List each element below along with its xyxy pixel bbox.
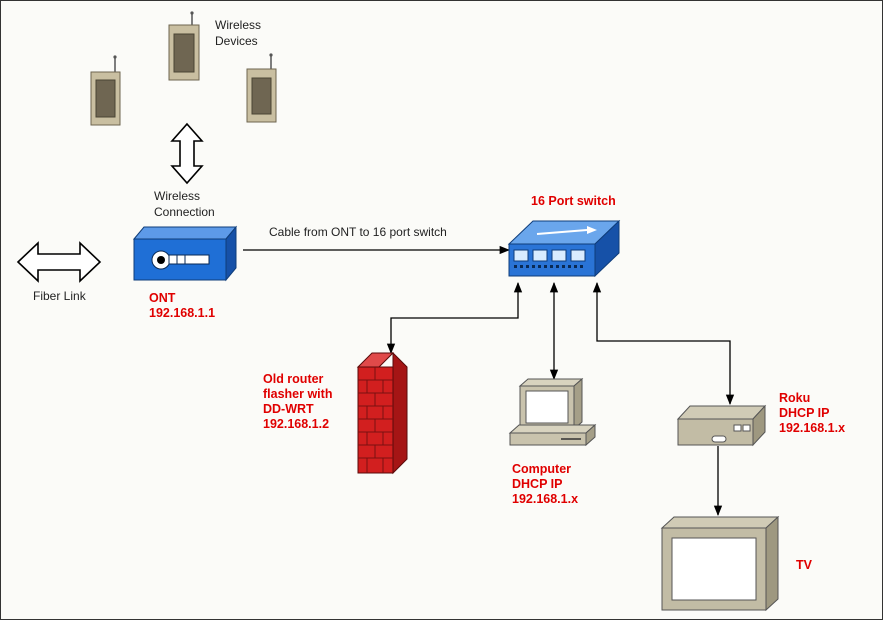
router-ip: 192.168.1.2 [263,417,330,431]
fiber-link-label: Fiber Link [33,289,86,303]
roku-label: Roku DHCP IP 192.168.1.x [779,391,845,436]
wireless-devices-label: Wireless Devices [215,17,261,49]
computer-ip: 192.168.1.x [512,492,579,506]
switch-router-link [386,281,523,355]
network-switch-icon [507,219,621,278]
fiber-link-arrow [16,241,102,283]
router-label: Old router flasher with DD-WRT 192.168.1… [263,372,332,432]
wireless-device-icon [168,11,200,81]
ont-box-icon [132,225,238,282]
computer-label: Computer DHCP IP 192.168.1.x [512,462,578,507]
set-top-box-icon [676,404,767,447]
wireless-device-icon [246,53,277,123]
roku-dhcp: DHCP IP [779,406,830,420]
wireless-connection-line-1: Wireless [154,189,201,203]
ont-label: ONT 192.168.1.1 [149,291,215,321]
computer-dhcp: DHCP IP [512,477,563,491]
television-icon [660,515,780,612]
wireless-devices-line-1: Wireless [215,18,262,32]
router-line-2: flasher with [263,387,333,401]
wireless-devices-line-2: Devices [215,34,258,48]
wireless-connection-arrow [170,122,204,185]
roku-ip: 192.168.1.x [779,421,846,435]
wireless-connection-line-2: Connection [154,205,215,219]
firewall-brick-icon [356,351,408,475]
cable-label: Cable from ONT to 16 port switch [269,225,447,239]
desktop-computer-icon [508,377,597,447]
computer-name: Computer [512,462,572,476]
wireless-connection-label: Wireless Connection [154,188,215,220]
tv-label: TV [796,558,812,572]
router-line-1: Old router [263,372,324,386]
ont-ip: 192.168.1.1 [149,306,216,320]
switch-roku-link [592,281,735,406]
router-line-3: DD-WRT [263,402,314,416]
wireless-device-icon [90,55,121,126]
roku-name: Roku [779,391,811,405]
ont-name: ONT [149,291,176,305]
switch-label: 16 Port switch [531,194,616,208]
